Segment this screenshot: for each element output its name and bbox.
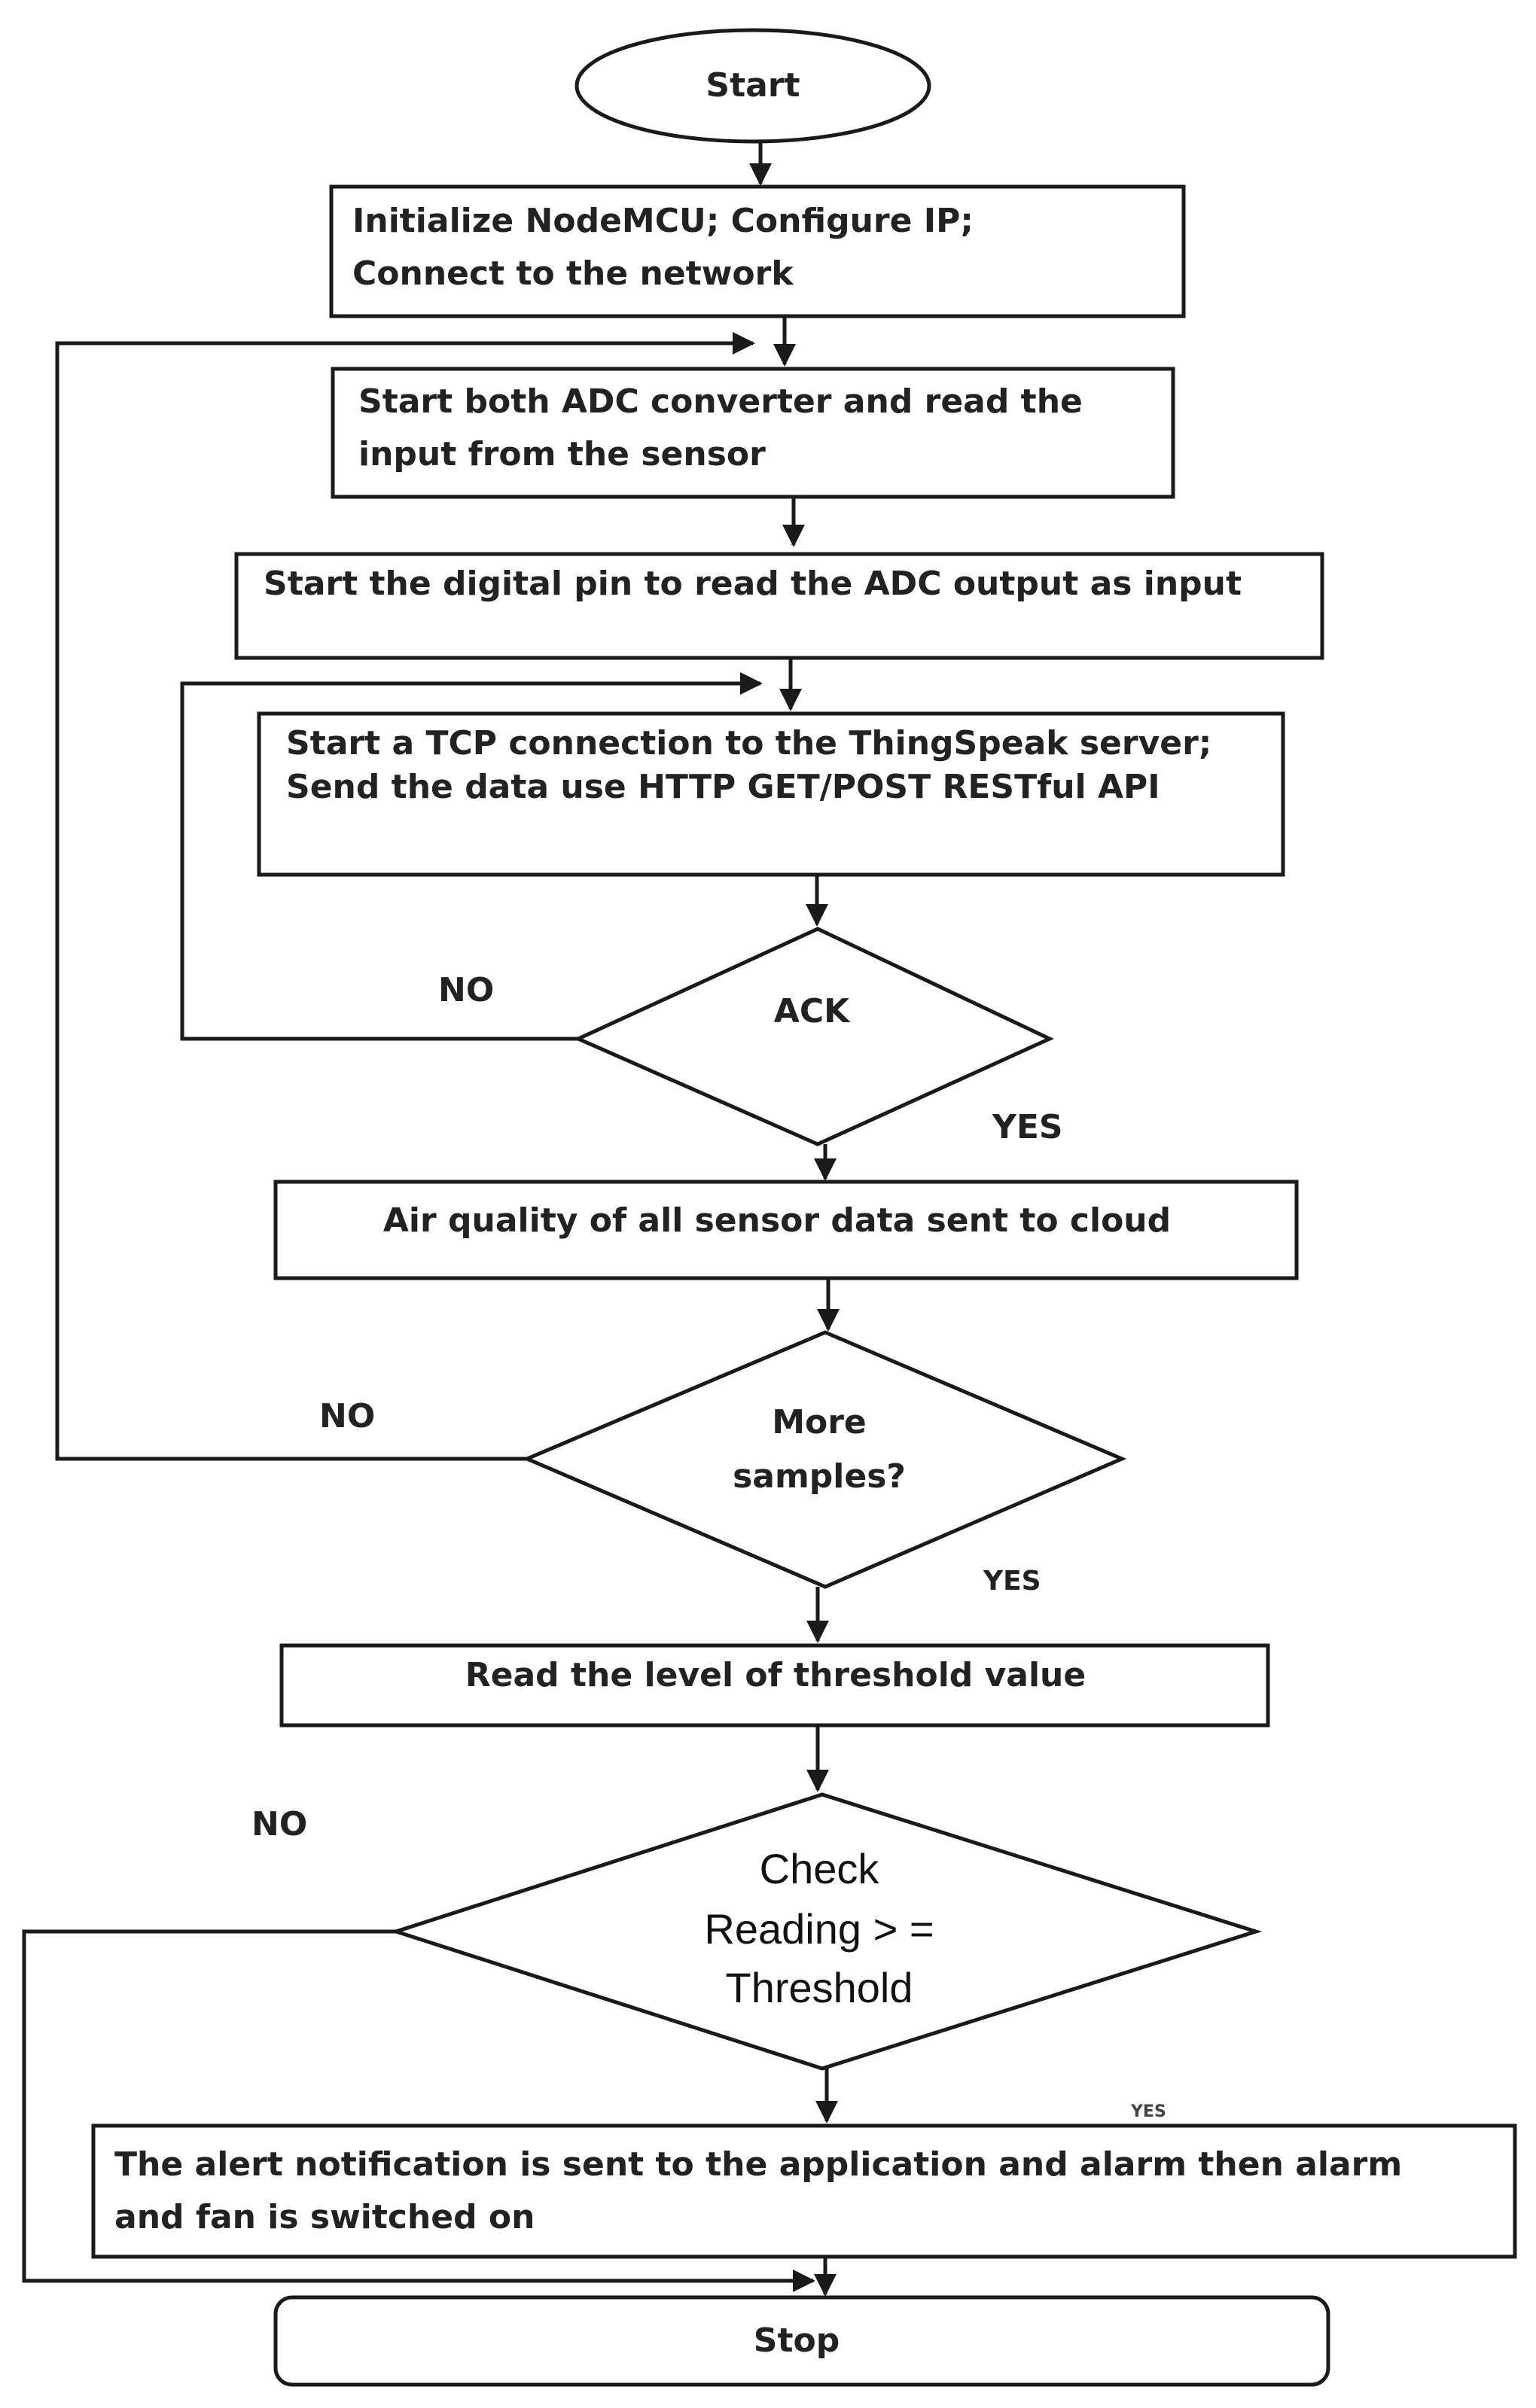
more-line-2: samples? bbox=[733, 1457, 906, 1496]
node-cloud: Air quality of all sensor data sent to c… bbox=[273, 1180, 1299, 1280]
ack-no-label: NO bbox=[438, 971, 494, 1009]
alert-line-2: and fan is switched on bbox=[114, 2198, 535, 2236]
node-start: Start bbox=[574, 28, 931, 144]
stop-label: Stop bbox=[754, 2321, 840, 2360]
check-yes-label: YES bbox=[1130, 2102, 1166, 2121]
check-line-1: Check bbox=[760, 1845, 880, 1892]
edge-more-no-loop bbox=[55, 332, 755, 1461]
stop-terminal bbox=[273, 2295, 1330, 2387]
digital-box bbox=[234, 552, 1324, 660]
ack-label: ACK bbox=[774, 992, 851, 1030]
start-label: Start bbox=[706, 66, 800, 105]
cloud-line-1: Air quality of all sensor data sent to c… bbox=[383, 1201, 1171, 1240]
node-digital: Start the digital pin to read the ADC ou… bbox=[234, 552, 1324, 660]
start-terminal bbox=[574, 28, 931, 144]
node-init: Initialize NodeMCU; Configure IP; Connec… bbox=[329, 184, 1186, 318]
alert-line-1: The alert notification is sent to the ap… bbox=[114, 2145, 1402, 2184]
threshold-line-1: Read the level of threshold value bbox=[465, 1656, 1086, 1694]
check-line-3: Threshold bbox=[725, 1964, 913, 2011]
cloud-box bbox=[273, 1180, 1299, 1280]
threshold-box bbox=[279, 1643, 1270, 1728]
node-check: Check Reading > = Threshold bbox=[389, 1792, 1263, 2071]
edges bbox=[22, 143, 840, 2297]
node-stop: Stop bbox=[273, 2295, 1330, 2387]
check-diamond bbox=[389, 1792, 1263, 2071]
adc-line-1: Start both ADC converter and read the bbox=[358, 382, 1083, 421]
node-ack: ACK bbox=[573, 927, 1054, 1146]
alert-box bbox=[91, 2123, 1517, 2259]
ack-yes-label: YES bbox=[992, 1108, 1063, 1146]
more-line-1: More bbox=[772, 1403, 867, 1441]
digital-line-1: Start the digital pin to read the ADC ou… bbox=[264, 565, 1242, 603]
tcp-line-2: Send the data use HTTP GET/POST RESTful … bbox=[286, 768, 1160, 806]
init-box bbox=[329, 184, 1186, 318]
more-diamond bbox=[522, 1330, 1127, 1589]
edge-ack-no-loop bbox=[180, 672, 763, 1041]
adc-line-2: input from the sensor bbox=[358, 435, 766, 473]
adc-box bbox=[331, 367, 1175, 499]
node-threshold: Read the level of threshold value bbox=[279, 1643, 1270, 1728]
init-line-1: Initialize NodeMCU; Configure IP; bbox=[352, 202, 974, 240]
node-adc: Start both ADC converter and read the in… bbox=[331, 367, 1175, 499]
node-tcp: Start a TCP connection to the ThingSpeak… bbox=[257, 711, 1285, 877]
edge-check-no-loop bbox=[22, 1929, 815, 2292]
node-alert: The alert notification is sent to the ap… bbox=[91, 2123, 1517, 2259]
tcp-line-1: Start a TCP connection to the ThingSpeak… bbox=[286, 724, 1211, 763]
init-line-2: Connect to the network bbox=[352, 254, 794, 293]
check-no-label: NO bbox=[251, 1805, 307, 1843]
more-yes-label: YES bbox=[983, 1566, 1041, 1597]
ack-diamond bbox=[573, 927, 1054, 1146]
check-line-2: Reading > = bbox=[704, 1905, 934, 1953]
more-no-label: NO bbox=[319, 1397, 375, 1435]
tcp-box bbox=[257, 711, 1285, 877]
node-more: More samples? bbox=[522, 1330, 1127, 1589]
